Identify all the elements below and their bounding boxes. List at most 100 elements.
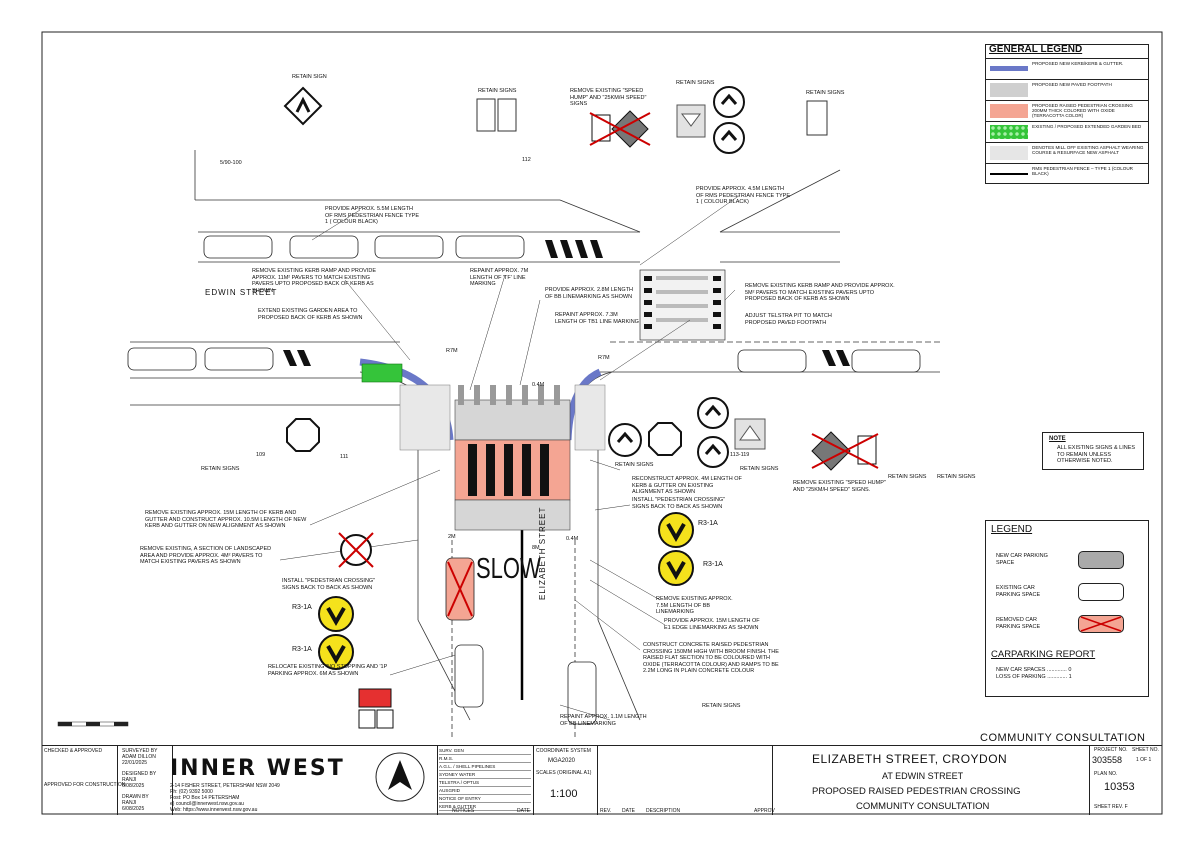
roundabout-sign-r [608,423,642,457]
car-removed-icon [1078,615,1124,633]
r31a-label-1: R3-1A [698,520,718,527]
coord-value: MGA2020 [548,758,576,764]
retain-signs-label-9: RETAIN SIGNS [702,703,741,709]
description-label: DESCRIPTION [646,808,681,814]
car-new-icon [1078,551,1124,569]
car-existing-icon [1078,583,1124,601]
retain-signs-label-3: RETAIN SIGNS [806,90,845,96]
dim-r7m-1: R7m [446,348,458,354]
service-row: R.M.S. [439,755,531,763]
edwin-street-label: EDWIN STREET [205,288,278,297]
dim-04m: 0.4m [532,382,545,388]
scales-label: SCALES (ORIGINAL A1) [536,770,592,776]
dim-04m-2: 0.4m [566,536,579,542]
r31a-label-3: R3-1A [292,604,312,611]
tf-line-note: REPAINT APPROX. 7m LENGTH OF 'TF' LINE M… [470,268,529,287]
car-legend-text: REMOVED CAR PARKING SPACE [996,617,1041,630]
retain-sign-label: RETAIN SIGN [292,74,327,80]
fence-45-note: PROVIDE APPROX. 4.5m LENGTH OF RMS PEDES… [696,186,791,205]
retain-signs-label-8: RETAIN SIGNS [937,474,976,480]
car-legend-item-new: NEW CAR PARKING SPACE [986,545,1148,577]
approv-label: APPROV [754,808,775,814]
garden-ext-note: EXTEND EXISTING GARDEN AREA TO PROPOSED … [258,308,363,321]
mill-swatch [990,146,1028,160]
service-row: AUSGRID [439,787,531,795]
legend-item-text: PROPOSED RAISED PEDESTRIAN CROSSING 200m… [1032,103,1133,119]
legend-item-text: RMS PEDESTRIAN FENCE – TYPE 1 (COLOUR BL… [1032,166,1133,177]
note-box: NOTE ALL EXISTING SIGNS & LINES TO REMAI… [1042,432,1144,470]
retain-signs-label-5: RETAIN SIGNS [615,462,654,468]
pedestrian-crossing-signs-r [658,512,694,586]
chevron-sign [676,104,706,138]
general-legend-title: GENERAL LEGEND [989,44,1083,55]
scale-value: 1:100 [550,788,578,800]
notices-label: NOTICES [452,808,475,814]
general-legend: GENERAL LEGEND PROPOSED NEW KERB/KERB & … [985,44,1149,184]
checked-approved-label: CHECKED & APPROVED [44,748,103,754]
install-ped-l-note: INSTALL "PEDESTRIAN CROSSING" SIGNS BACK… [282,578,376,591]
car-legend-item-existing: EXISTING CAR PARKING SPACE [986,577,1148,609]
telstra-note: ADJUST TELSTRA PIT TO MATCH PROPOSED PAV… [745,313,832,326]
report-row-new: NEW CAR SPACES ............. 0 [996,667,1072,673]
note-text: ALL EXISTING SIGNS & LINES TO REMAIN UNL… [1057,445,1136,464]
slow-road-marking: SLOW [476,552,541,585]
sheet-rev: SHEET REV. F [1094,804,1128,810]
warning-diamond-sign [283,86,323,126]
legend-item-garden: EXISTING / PROPOSED EXTENDED GARDEN BED [986,121,1148,142]
service-row: SURV. GEN [439,747,531,755]
relocate-note: RELOCATE EXISTING 'NO STOPPING AND '1P P… [268,664,388,677]
project-no: 303558 [1092,755,1123,765]
kerb-swatch [990,66,1028,71]
status-stamp: COMMUNITY CONSULTATION [980,732,1146,744]
roundabout-signs [713,86,745,154]
retain-signs-label-4: RETAIN SIGNS [201,466,240,472]
legend-item-mill: DENOTES MILL OFF EXISTING ASPHALT WEARIN… [986,142,1148,163]
title-block: CHECKED & APPROVED APPROVED FOR CONSTRUC… [42,745,1162,815]
rev-label: REV. [600,808,612,814]
service-row: TELSTRA / OPTUS [439,779,531,787]
road-linework [130,150,940,740]
dim-2m: 2m [448,534,456,540]
raised-swatch [990,104,1028,118]
council-logo: INNER WEST [170,756,345,781]
landscape-note: REMOVE EXISTING, A SECTION OF LANDSCAPED… [140,546,272,565]
property-number-2: 112 [522,157,531,163]
roundabout-sign-removed [338,532,374,568]
service-row: A.G.L. / SHELL PIPELINES [439,763,531,771]
legend-item-raised: PROPOSED RAISED PEDESTRIAN CROSSING 200m… [986,100,1148,121]
property-number-5: 113-119 [730,452,750,458]
report-row-loss: LOSS OF PARKING ............. 1 [996,674,1072,680]
legend-item-text: EXISTING / PROPOSED EXTENDED GARDEN BED [1032,124,1142,129]
coord-label: COORDINATE SYSTEM [536,748,591,754]
stop-sign-2 [648,422,682,456]
fence-swatch [990,173,1028,175]
bb-28-note: PROVIDE APPROX. 2.8m LENGTH OF BB LINEMA… [545,287,634,300]
legend-item-text: PROPOSED NEW PAVED FOOTPATH [1032,82,1112,87]
note-title: NOTE [1049,436,1066,442]
kerb-ramp-5-note: REMOVE EXISTING KERB RAMP AND PROVIDE AP… [745,283,895,302]
retain-signs-label-7: RETAIN SIGNS [888,474,927,480]
property-number-3: 109 [256,452,266,458]
plan-no: 10353 [1104,781,1135,793]
install-ped-r-note: INSTALL "PEDESTRIAN CROSSING" SIGNS BACK… [632,497,726,510]
service-row: NOTICE OF ENTRY [439,795,531,803]
concrete-note: CONSTRUCT CONCRETE RAISED PEDESTRIAN CRO… [643,642,779,674]
title-line-1: ELIZABETH STREET, CROYDON [812,752,1008,766]
date-label: DATE [517,808,530,814]
retain-signs-label-1: RETAIN SIGNS [478,88,517,94]
paved-swatch [990,83,1028,97]
approved-construction-label: APPROVED FOR CONSTRUCTION [44,782,126,788]
e1-15-note: PROVIDE APPROX. 15m LENGTH OF E1 EDGE LI… [664,618,760,631]
service-row: SYDNEY WATER [439,771,531,779]
roundabout-signs-2 [697,397,729,468]
bb-75-note: REMOVE EXISTING APPROX. 7.5m LENGTH OF B… [656,596,733,615]
dim-r7m-2: R7m [598,355,610,361]
service-row: KERB & GUTTER [439,803,531,811]
tb1-line-note: REPAINT APPROX. 7.3m LENGTH OF TB1 LINE … [555,312,639,325]
chevron-sign-2 [734,418,766,450]
